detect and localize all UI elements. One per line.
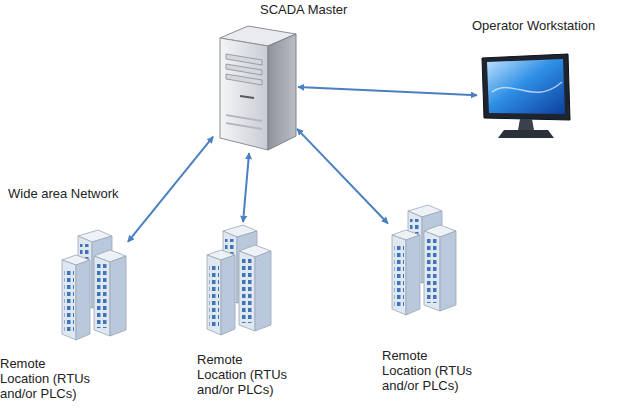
building-icon <box>60 228 128 342</box>
node-label: Remote Location (RTUs and/or PLCs) <box>0 356 92 401</box>
remote-location-node: Remote Location (RTUs and/or PLCs) <box>60 230 126 340</box>
node-label: Remote Location (RTUs and/or PLCs) <box>382 348 474 393</box>
network-link <box>297 129 388 224</box>
building-icon <box>205 223 273 337</box>
node-label: SCADA Master <box>260 2 347 17</box>
remote-location-node: Remote Location (RTUs and/or PLCs) <box>390 205 456 315</box>
remote-location-node: Remote Location (RTUs and/or PLCs) <box>205 225 271 335</box>
network-link <box>128 137 213 242</box>
building-icon <box>390 203 458 317</box>
server-icon <box>210 18 300 154</box>
monitor-icon <box>478 52 574 144</box>
network-link <box>298 87 477 95</box>
node-label: Operator Workstation <box>472 18 595 33</box>
workstation-node: Operator Workstation <box>480 55 570 140</box>
node-label: Remote Location (RTUs and/or PLCs) <box>197 352 289 397</box>
network-label: Wide area Network <box>8 186 119 201</box>
network-link <box>243 153 249 222</box>
server-node: SCADA Master <box>215 20 295 150</box>
